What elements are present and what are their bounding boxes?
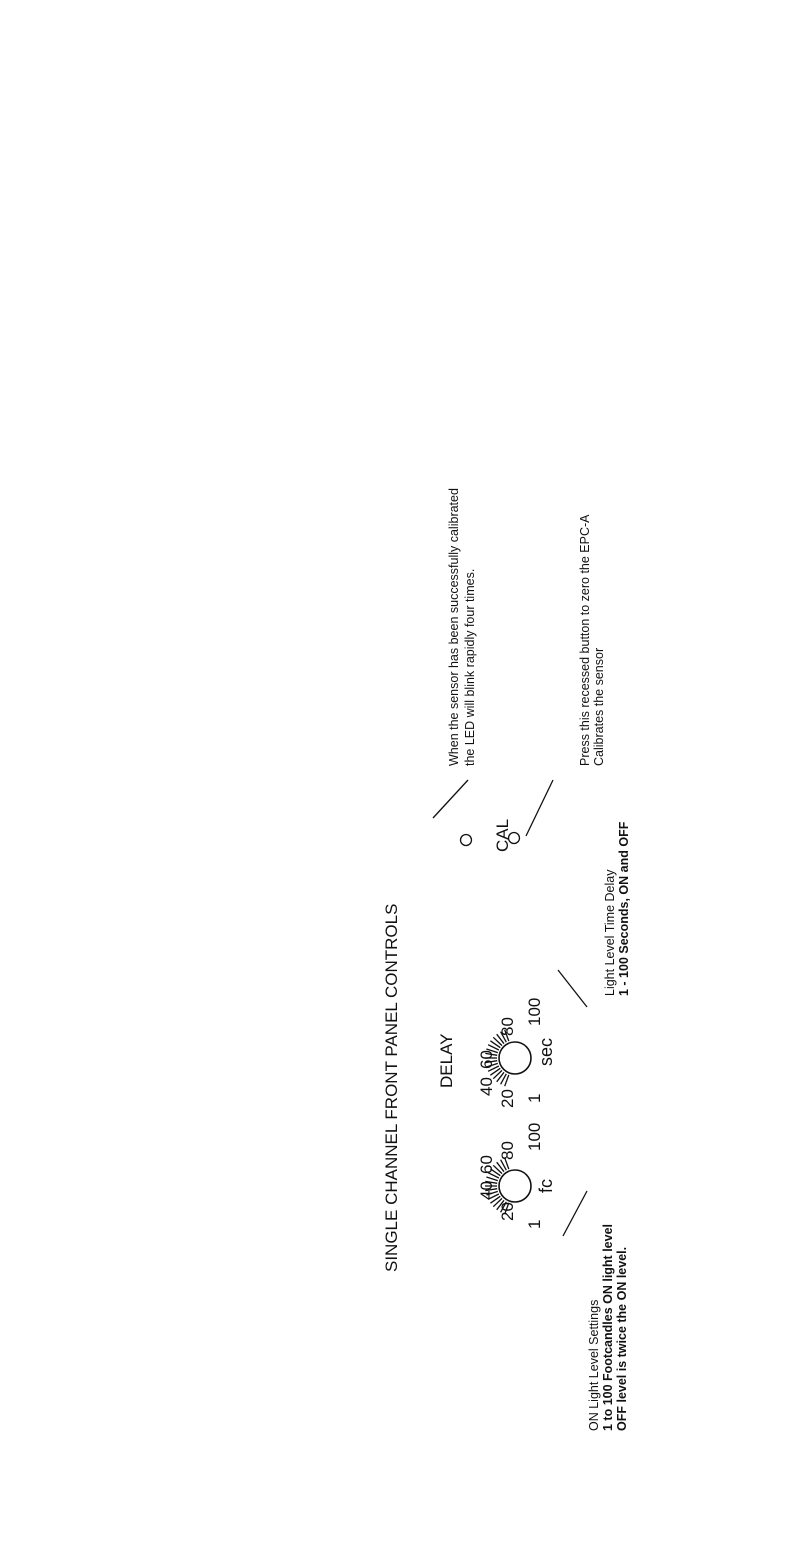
leader-line-led xyxy=(432,779,469,819)
delay-scale-1: 1 xyxy=(525,1094,544,1103)
fc-knob[interactable] xyxy=(498,1169,532,1203)
cal-button[interactable] xyxy=(507,831,521,845)
delay-title: DELAY xyxy=(437,1034,456,1089)
note-led-line2: the LED will blink rapidly four times. xyxy=(463,569,477,766)
fc-dial-tick xyxy=(500,1159,507,1171)
delay-scale-40: 40 xyxy=(477,1077,496,1096)
delay-knob[interactable] xyxy=(498,1041,532,1075)
leader-line-fc xyxy=(562,1190,588,1237)
note-led-calibrated: When the sensor has been successfully ca… xyxy=(447,488,477,766)
delay-dial-tick xyxy=(500,1073,507,1085)
leader-line-cal xyxy=(525,779,554,837)
led-indicator xyxy=(459,833,473,847)
fc-unit-label: fc xyxy=(536,1179,556,1193)
delay-dial-tick xyxy=(486,1048,498,1054)
delay-dial-tick xyxy=(492,1069,503,1080)
delay-scale-60: 60 xyxy=(477,1050,496,1069)
delay-dial: DELAY 1 20 40 60 80 100 sec xyxy=(437,998,556,1108)
fc-dial-tick xyxy=(486,1190,498,1196)
note-led-line1: When the sensor has been successfully ca… xyxy=(447,488,461,766)
delay-dial-tick xyxy=(496,1033,505,1045)
leader-line-delay xyxy=(557,969,588,1008)
fc-dial-tick xyxy=(504,1157,510,1170)
delay-dial-tick xyxy=(487,1044,500,1051)
fc-dial-tick xyxy=(487,1172,500,1179)
fc-scale-100: 100 xyxy=(525,1123,544,1151)
fc-dial-tick xyxy=(490,1195,501,1204)
fc-scale-20: 20 xyxy=(498,1202,517,1221)
note-cal-line1: Press this recessed button to zero the E… xyxy=(578,514,592,766)
note-time-delay: Light Level Time Delay 1 - 100 Seconds, … xyxy=(603,821,631,996)
fc-dial-tick xyxy=(504,1202,510,1215)
fc-dial-tick xyxy=(486,1176,498,1182)
fc-scale-1: 1 xyxy=(525,1220,544,1229)
note-on-light-line1: ON Light Level Settings xyxy=(587,1300,601,1431)
fc-dial-tick xyxy=(492,1197,503,1208)
note-cal-line2: Calibrates the sensor xyxy=(592,648,606,766)
delay-scale-100: 100 xyxy=(525,998,544,1026)
fc-dial: 1 20 40 60 80 100 fc xyxy=(477,1123,556,1229)
note-on-light-line3: OFF level is twice the ON level. xyxy=(615,1247,629,1431)
delay-dial-tick xyxy=(490,1040,501,1049)
fc-dial-tick xyxy=(492,1164,503,1175)
fc-scale-60: 60 xyxy=(477,1155,496,1174)
delay-dial-tick xyxy=(500,1031,507,1043)
delay-dial-tick xyxy=(492,1036,503,1047)
delay-unit-label: sec xyxy=(536,1038,556,1066)
delay-dial-tick xyxy=(504,1029,510,1042)
delay-dial-tick xyxy=(504,1074,510,1087)
fc-scale-80: 80 xyxy=(498,1141,517,1160)
delay-dial-tick xyxy=(486,1062,498,1068)
cal-label: CAL xyxy=(493,819,512,852)
fc-dial-tick xyxy=(485,1180,498,1184)
delay-dial-tick xyxy=(487,1065,500,1072)
delay-dial-tick xyxy=(485,1060,498,1064)
delay-dial-tick xyxy=(490,1067,501,1076)
fc-dial-ticks xyxy=(485,1157,510,1215)
note-on-light-level: ON Light Level Settings 1 to 100 Footcan… xyxy=(587,1224,629,1431)
fc-scale-40: 40 xyxy=(477,1181,496,1200)
delay-dial-ticks xyxy=(485,1029,510,1087)
delay-dial-tick xyxy=(496,1071,505,1083)
note-on-light-line2: 1 to 100 Footcandles ON light level xyxy=(601,1224,615,1431)
note-time-delay-line1: Light Level Time Delay xyxy=(603,869,617,996)
delay-scale-80: 80 xyxy=(498,1017,517,1036)
fc-dial-tick xyxy=(487,1193,500,1200)
delay-scale-20: 20 xyxy=(498,1089,517,1108)
fc-dial-tick xyxy=(485,1188,498,1192)
note-cal-button: Press this recessed button to zero the E… xyxy=(578,514,606,766)
delay-dial-tick xyxy=(485,1052,498,1056)
fc-dial-tick xyxy=(496,1199,505,1211)
fc-dial-tick xyxy=(496,1161,505,1173)
fc-dial-tick xyxy=(490,1168,501,1177)
note-time-delay-line2: 1 - 100 Seconds, ON and OFF xyxy=(617,821,631,996)
diagram-title: SINGLE CHANNEL FRONT PANEL CONTROLS xyxy=(382,904,401,1272)
fc-dial-tick xyxy=(500,1201,507,1213)
